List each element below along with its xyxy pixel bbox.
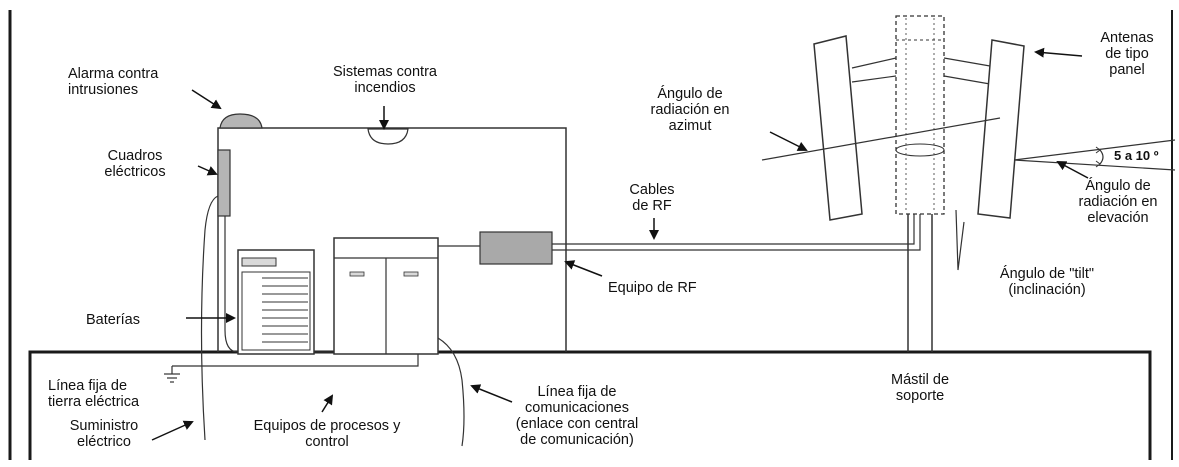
comm-line bbox=[437, 337, 465, 447]
label-degrees: 5 a 10 º bbox=[1114, 148, 1159, 163]
battery-stripes bbox=[262, 277, 308, 343]
shelter-outline bbox=[217, 127, 567, 352]
antenna-panel-right bbox=[977, 39, 1025, 219]
ground-line bbox=[172, 354, 419, 367]
fire-sensor bbox=[367, 128, 409, 145]
rf-cables bbox=[552, 200, 915, 245]
electrical-panel bbox=[217, 149, 231, 217]
label-tilt-angle: Ángulo de "tilt"(inclinación) bbox=[999, 266, 1095, 298]
mast-top bbox=[895, 15, 945, 215]
label-batteries: Baterías bbox=[86, 312, 140, 328]
rf-equipment bbox=[479, 231, 553, 265]
power-supply-line bbox=[200, 195, 219, 441]
ground-symbol bbox=[164, 366, 180, 383]
antenna-panel-left bbox=[813, 35, 863, 221]
intrusion-alarm bbox=[219, 113, 263, 129]
elevation-arc bbox=[1099, 149, 1104, 165]
tilt-angle bbox=[955, 209, 965, 271]
ground-platform bbox=[28, 350, 1152, 460]
azimuth-line bbox=[761, 117, 1001, 161]
label-rf-equipment: Equipo de RF bbox=[608, 280, 697, 296]
